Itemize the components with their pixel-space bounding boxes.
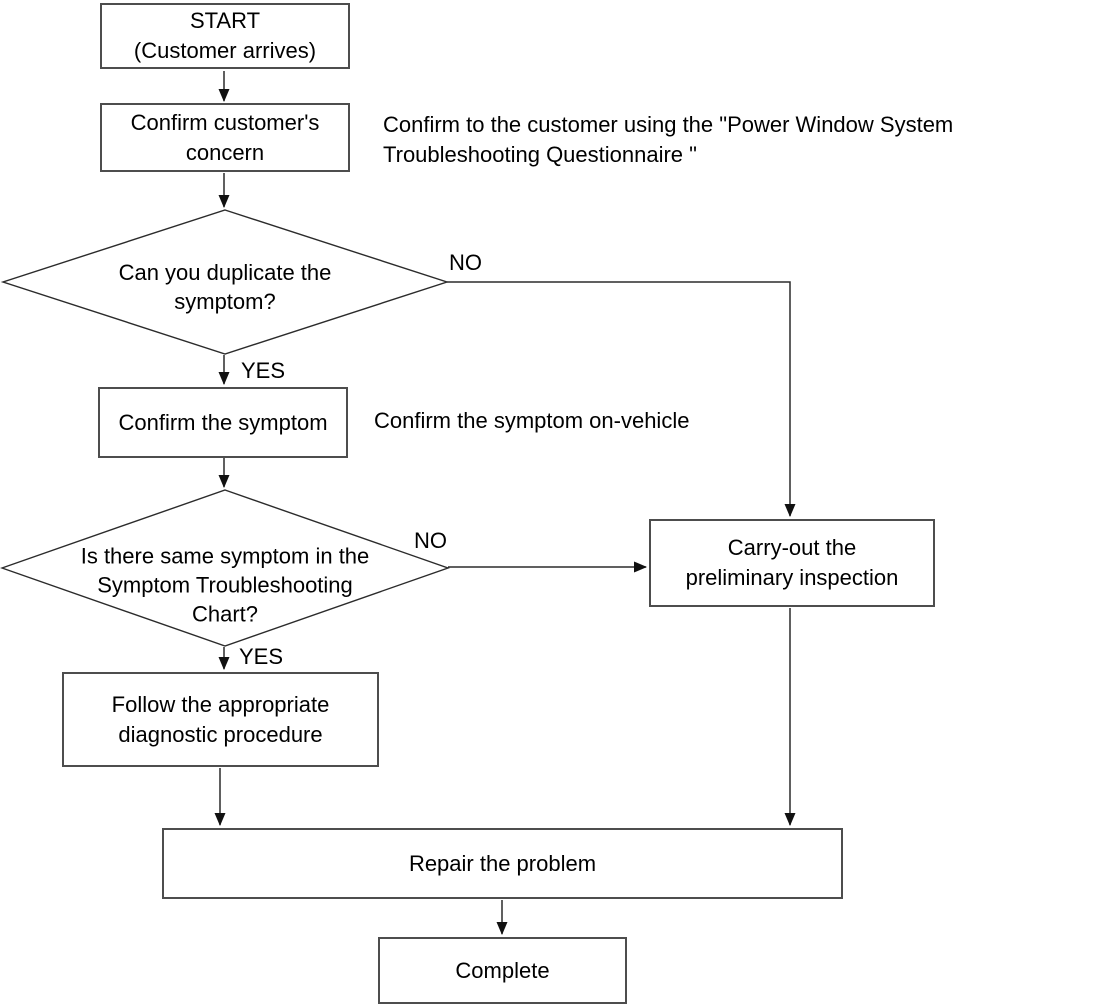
same-symptom-label: Is there same symptom in the Symptom Tro… <box>80 543 370 627</box>
complete-label: Complete <box>455 957 550 983</box>
carry-out-label: Carry-out the preliminary inspection <box>685 535 899 590</box>
follow-procedure-node: Follow the appropriate diagnostic proced… <box>62 672 379 767</box>
edge-no-duplicate-to-carry-out <box>447 281 796 517</box>
start-node: START (Customer arrives) <box>100 3 350 69</box>
repair-node: Repair the problem <box>162 828 843 899</box>
no-label-duplicate: NO <box>449 250 482 275</box>
confirm-symptom-node: Confirm the symptom <box>98 387 348 458</box>
on-vehicle-note: Confirm the symptom on-vehicle <box>374 408 690 433</box>
carry-out-node: Carry-out the preliminary inspection <box>649 519 935 607</box>
duplicate-symptom-label: Can you duplicate the symptom? <box>118 260 332 314</box>
no-label-same-symptom: NO <box>414 528 447 553</box>
decision-diamond-duplicate-symptom <box>0 209 450 355</box>
confirm-concern-node: Confirm customer's concern <box>100 103 350 172</box>
decision-diamond-same-symptom <box>0 489 451 647</box>
confirm-concern-label: Confirm customer's concern <box>130 109 320 165</box>
start-node-label: START (Customer arrives) <box>133 8 317 63</box>
questionnaire-note: Confirm to the customer using the "Power… <box>383 112 954 167</box>
repair-label: Repair the problem <box>408 850 597 876</box>
confirm-symptom-label: Confirm the symptom <box>118 409 328 435</box>
yes-label-duplicate: YES <box>241 358 286 383</box>
complete-node: Complete <box>378 937 627 1004</box>
yes-label-same-symptom: YES <box>239 644 284 669</box>
follow-procedure-label: Follow the appropriate diagnostic proced… <box>111 691 330 747</box>
